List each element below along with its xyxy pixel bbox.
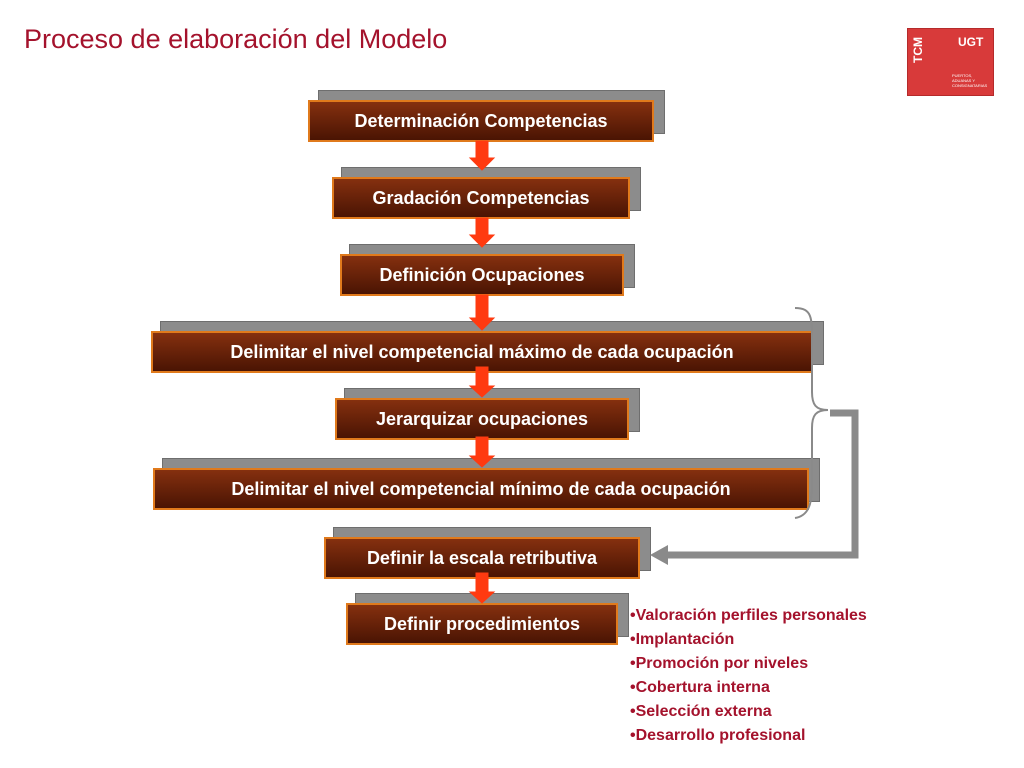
- page-title: Proceso de elaboración del Modelo: [24, 24, 448, 54]
- arrow-left-icon: [650, 545, 668, 565]
- list-item: •Desarrollo profesional: [630, 727, 806, 744]
- step-label-5: Jerarquizar ocupaciones: [335, 398, 629, 440]
- step-label-7: Definir la escala retributiva: [324, 537, 640, 579]
- step-label-1: Determinación Competencias: [308, 100, 654, 142]
- list-item: •Promoción por niveles: [630, 655, 809, 672]
- logo-ugt-text: UGT: [958, 35, 984, 49]
- arrow-down-icon: [468, 217, 496, 248]
- list-item: •Valoración perfiles personales: [630, 607, 867, 624]
- procedures-list: •Valoración perfiles personales •Implant…: [630, 604, 867, 748]
- list-item: •Implantación: [630, 631, 735, 648]
- step-label-3: Definición Ocupaciones: [340, 254, 624, 296]
- step-label-2: Gradación Competencias: [332, 177, 630, 219]
- step-label-8: Definir procedimientos: [346, 603, 618, 645]
- list-item: •Cobertura interna: [630, 679, 770, 696]
- tcm-ugt-logo: TCM UGT PUERTOS, ADUANAS Y CONSIGNATARIA…: [907, 28, 994, 96]
- step-label-6: Delimitar el nivel competencial mínimo d…: [153, 468, 809, 510]
- logo-tcm-text: TCM: [911, 37, 925, 63]
- logo-subtitle: PUERTOS, ADUANAS Y CONSIGNATARIAS: [952, 73, 988, 88]
- step-label-4: Delimitar el nivel competencial máximo d…: [151, 331, 813, 373]
- arrow-down-icon: [468, 140, 496, 171]
- list-item: •Selección externa: [630, 703, 772, 720]
